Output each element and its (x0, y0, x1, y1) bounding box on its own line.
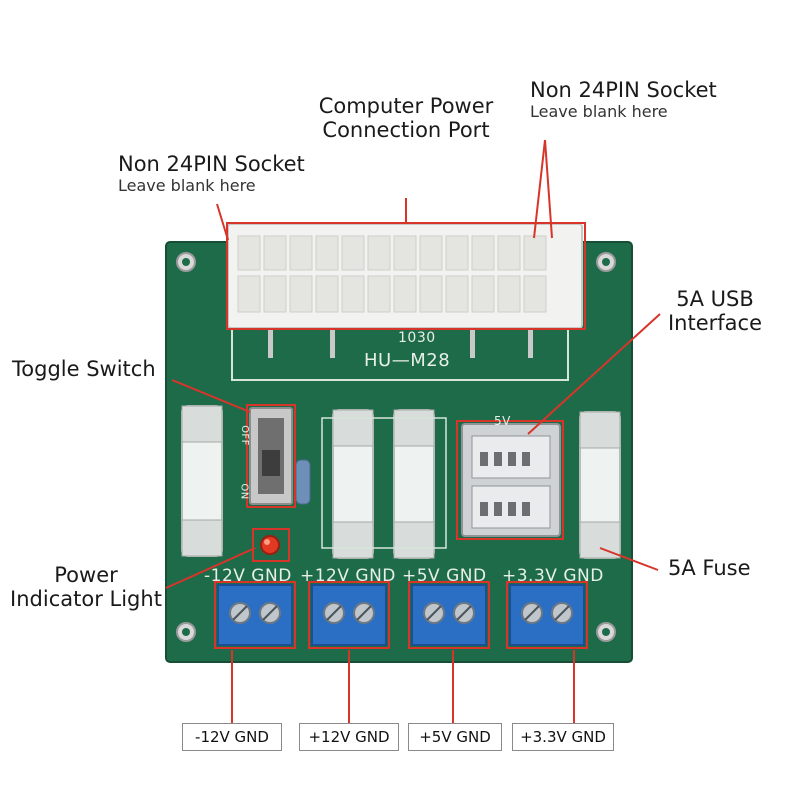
board-model: HU—M28 (364, 350, 451, 371)
computer-power-title-line1: Computer Power (318, 94, 494, 118)
bottom-rail-label: -12V GND (182, 723, 282, 751)
bottom-rail-label: +5V GND (408, 723, 502, 751)
fuse-callout: 5A Fuse (668, 556, 751, 580)
board-code: 1030 (398, 330, 436, 346)
terminal-highlight-box (506, 581, 588, 649)
led-highlight-box (252, 528, 290, 562)
rail-label: +3.3V GND (502, 566, 604, 586)
computer-power-callout: Computer Power Connection Port (296, 94, 516, 142)
usb-highlight-box (456, 420, 564, 540)
rail-label: -12V GND (204, 566, 292, 586)
computer-power-title-line2: Connection Port (322, 118, 490, 142)
terminal-highlight-box (308, 581, 390, 649)
bottom-rail-label: +3.3V GND (512, 723, 614, 751)
non24-left-sub: Leave blank here (118, 176, 256, 195)
usb-callout: 5A USB Interface (650, 287, 780, 335)
power-light-callout: Power Indicator Light (0, 563, 172, 611)
fuse-title: 5A Fuse (668, 556, 751, 580)
usb-title-line1: 5A USB (676, 287, 754, 311)
usb-title-line2: Interface (667, 311, 763, 335)
non24-left-title: Non 24PIN Socket (118, 152, 305, 176)
terminal-highlight-box (408, 581, 490, 649)
toggle-switch-highlight-box (246, 404, 296, 508)
rail-label: +5V GND (402, 566, 487, 586)
usb-mark: 5V (494, 414, 511, 428)
connector-highlight-box (226, 222, 586, 330)
toggle-switch-callout: Toggle Switch (12, 357, 156, 381)
toggle-switch-title: Toggle Switch (12, 357, 156, 381)
power-light-title-line2: Indicator Light (10, 587, 162, 611)
rail-label: +12V GND (300, 566, 396, 586)
non24-left-callout: Non 24PIN Socket Leave blank here (118, 152, 305, 195)
switch-on-label: ON (238, 483, 250, 500)
power-light-title-line1: Power (54, 563, 118, 587)
non24-right-title: Non 24PIN Socket (530, 78, 717, 102)
terminal-highlight-box (214, 581, 296, 649)
non24-right-callout: Non 24PIN Socket Leave blank here (530, 78, 717, 121)
non24-right-sub: Leave blank here (530, 102, 668, 121)
bottom-rail-label: +12V GND (299, 723, 399, 751)
switch-off-label: OFF (238, 425, 250, 446)
